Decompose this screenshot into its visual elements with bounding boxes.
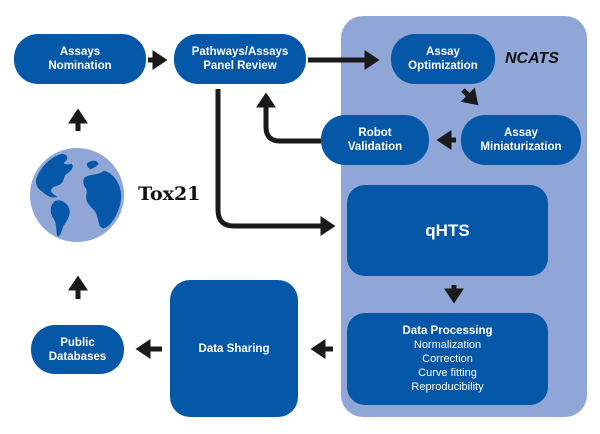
- node-label-line2: Validation: [347, 141, 403, 153]
- arrow-robot-to-pathways: [256, 92, 321, 144]
- node-label-line1: Robot: [358, 127, 392, 139]
- node-assays-nomination: Assays Nomination: [14, 34, 146, 84]
- node-label-line1: Pathways/Assays: [191, 46, 289, 58]
- node-label-line1: Assays: [59, 46, 101, 58]
- node-data-sharing: Data Sharing: [170, 280, 298, 417]
- node-title: Data Processing: [402, 325, 493, 337]
- node-label-line2: Miniaturization: [480, 141, 562, 153]
- ncats-label: NCATS: [505, 50, 559, 67]
- node-label-line1: Public: [60, 336, 95, 349]
- node-label-line2: Databases: [48, 350, 107, 363]
- node-public-databases: Public Databases: [31, 325, 124, 374]
- node-item: Correction: [422, 353, 473, 365]
- node-label-line1: Assay: [426, 46, 460, 58]
- node-label-line2: Nomination: [48, 60, 112, 72]
- node-item: Curve fitting: [418, 367, 477, 379]
- node-label-line2: Optimization: [408, 60, 478, 72]
- node-label-line1: Assay: [504, 127, 538, 139]
- node-assay-miniaturization: Assay Miniaturization: [461, 115, 581, 165]
- tox21-label: Tox21: [138, 183, 201, 205]
- node-label-line2: Panel Review: [203, 60, 277, 72]
- node-data-processing: Data Processing Normalization Correction…: [347, 313, 548, 405]
- node-pathways-panel-review: Pathways/Assays Panel Review: [174, 34, 306, 84]
- arrow-pathways-to-qhts: [215, 89, 336, 236]
- node-label: Data Sharing: [198, 342, 270, 355]
- node-item: Normalization: [413, 339, 482, 351]
- node-qhts: qHTS: [347, 185, 548, 276]
- node-robot-validation: Robot Validation: [321, 115, 429, 165]
- globe-icon: [29, 147, 125, 243]
- node-item: Reproducibility: [411, 381, 484, 393]
- node-label: qHTS: [425, 220, 470, 240]
- node-assay-optimization: Assay Optimization: [391, 34, 495, 84]
